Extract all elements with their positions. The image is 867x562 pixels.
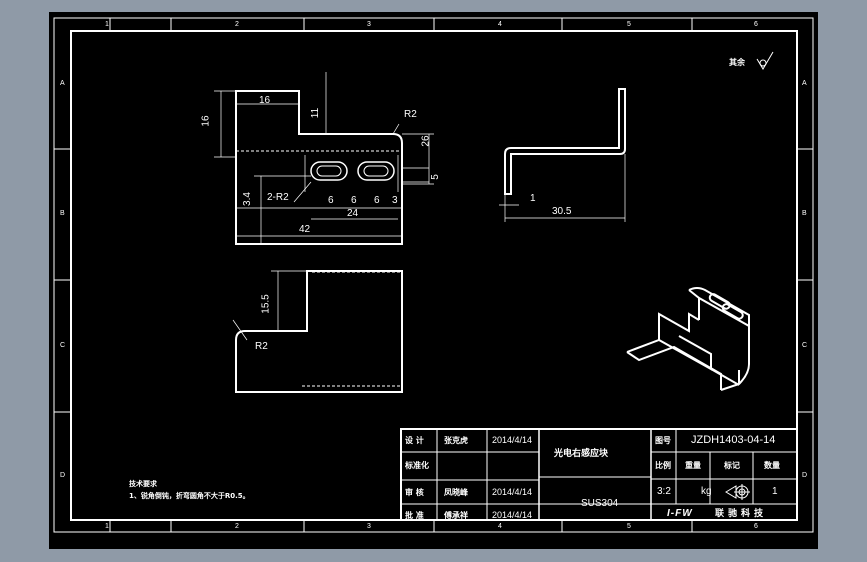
- front-view-dim-lines: [214, 72, 434, 244]
- dim-11: 11: [310, 107, 322, 119]
- zone-label-left-b: B: [60, 210, 65, 217]
- dim-15-5: 15.5: [260, 294, 272, 314]
- drawing-number: JZDH1403-04-14: [691, 434, 776, 446]
- zone-label-bottom-2: 2: [235, 523, 239, 530]
- roughness-symbol: [756, 51, 774, 70]
- dim-42: 42: [299, 224, 311, 235]
- drawing-no-label: 图号: [655, 436, 671, 445]
- dim-1: 1: [530, 193, 536, 204]
- approve-date: 2014/4/14: [492, 510, 533, 520]
- inner-frame: [70, 30, 798, 521]
- dim-26: 26: [420, 135, 432, 147]
- design-label: 设 计: [405, 436, 424, 445]
- dim-24: 24: [347, 208, 359, 219]
- top-view-dim-lines: [232, 270, 307, 341]
- roughness-note: 其余: [729, 58, 745, 67]
- dim-6-c: 6: [374, 195, 380, 206]
- material: SUS304: [581, 498, 619, 509]
- scale-value: 3:2: [657, 486, 671, 497]
- standard-label: 标准化: [405, 461, 429, 470]
- scale-label: 比例: [655, 461, 671, 470]
- dim-6-a: 6: [328, 195, 334, 206]
- side-view-dim-lines: [499, 154, 626, 222]
- zone-ticks: [54, 18, 813, 532]
- technical-drawing: [53, 17, 814, 533]
- dim-5: 5: [429, 174, 441, 180]
- zone-label-left-d: D: [60, 472, 66, 479]
- review-label: 审 核: [405, 488, 424, 497]
- zone-label-top-1: 1: [105, 21, 109, 28]
- review-date: 2014/4/14: [492, 487, 533, 497]
- outer-frame: [53, 17, 814, 533]
- front-view: [235, 90, 403, 245]
- dim-r2-bottom: R2: [255, 341, 268, 352]
- projection-label: 标记: [724, 461, 740, 470]
- approver-name: 傅承祥: [444, 511, 468, 520]
- company-logo: I-FW: [667, 508, 693, 519]
- isometric-view: [626, 287, 750, 391]
- zone-label-right-c: C: [802, 342, 808, 349]
- reviewer-name: 凤晓峰: [444, 488, 468, 497]
- design-date: 2014/4/14: [492, 435, 533, 445]
- dim-30-5: 30.5: [552, 206, 572, 217]
- dim-3-4: 3.4: [241, 192, 253, 206]
- tech-requirements-title: 技术要求: [129, 480, 157, 488]
- dim-6-b: 6: [351, 195, 357, 206]
- tech-requirements-line: 1、锐角倒钝，折弯圆角不大于R0.5。: [129, 492, 250, 500]
- zone-label-bottom-1: 1: [105, 523, 109, 530]
- quantity-label: 数量: [764, 461, 780, 470]
- top-view: [235, 270, 403, 393]
- approve-label: 批 准: [405, 511, 424, 520]
- projection-symbol: [725, 484, 750, 500]
- zone-label-bottom-5: 5: [627, 523, 631, 530]
- zone-label-top-6: 6: [754, 21, 758, 28]
- zone-label-bottom-6: 6: [754, 523, 758, 530]
- part-name: 光电右感应块: [554, 449, 609, 459]
- drawing-sheet: 1 2 3 4 5 6 1 2 3 4 5 6 A B C D A B C D …: [49, 12, 818, 549]
- company-name: 联驰科技: [715, 509, 768, 519]
- zone-label-right-b: B: [802, 210, 807, 217]
- dim-2-r2: 2-R2: [267, 192, 289, 203]
- dim-16-side: 16: [200, 115, 212, 127]
- quantity-value: 1: [772, 486, 778, 497]
- weight-unit: kg: [701, 486, 712, 497]
- zone-label-right-d: D: [802, 472, 808, 479]
- title-block: [400, 428, 798, 521]
- zone-label-left-a: A: [60, 80, 65, 87]
- zone-label-top-4: 4: [498, 21, 502, 28]
- zone-label-top-5: 5: [627, 21, 631, 28]
- designer-name: 张克虎: [444, 436, 468, 445]
- dim-r2-top: R2: [404, 109, 417, 120]
- zone-label-bottom-3: 3: [367, 523, 371, 530]
- zone-label-top-3: 3: [367, 21, 371, 28]
- zone-label-left-c: C: [60, 342, 66, 349]
- zone-label-top-2: 2: [235, 21, 239, 28]
- weight-label: 重量: [685, 461, 701, 470]
- dim-3: 3: [392, 195, 398, 206]
- zone-label-right-a: A: [802, 80, 807, 87]
- zone-label-bottom-4: 4: [498, 523, 502, 530]
- dim-16-top: 16: [259, 95, 271, 106]
- side-view: [504, 88, 626, 195]
